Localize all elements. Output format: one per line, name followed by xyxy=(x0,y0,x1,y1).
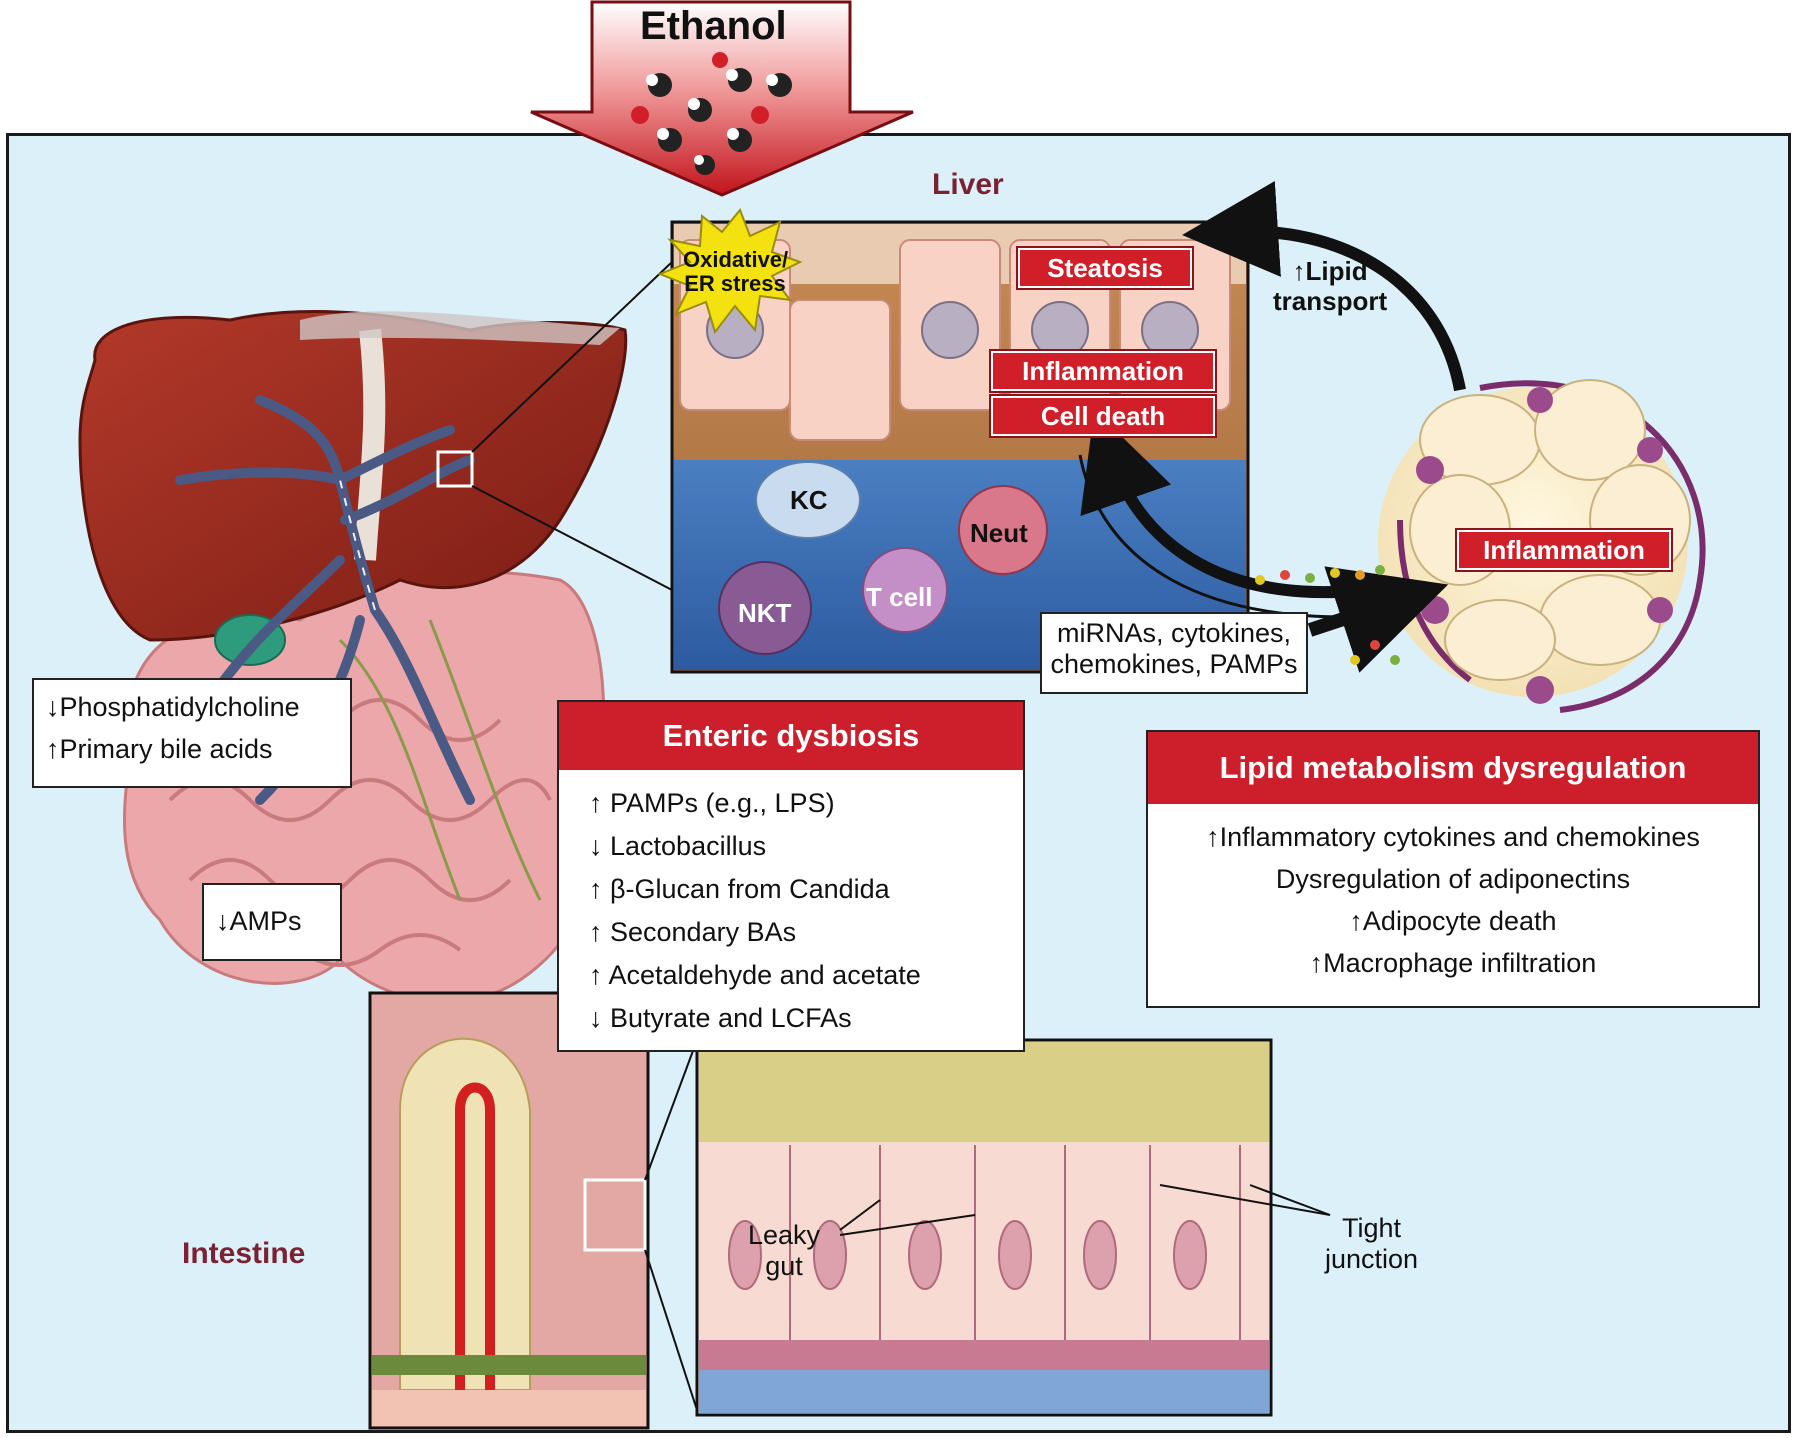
lipid-dysregulation-item: ↑Adipocyte death xyxy=(1349,906,1557,936)
t-cell xyxy=(862,547,948,633)
kupffer-cell xyxy=(755,461,861,539)
enteric-dysbiosis-item: ↑ PAMPs (e.g., LPS) xyxy=(589,788,835,818)
lipid-dysregulation-item: Dysregulation of adiponectins xyxy=(1275,864,1631,894)
liver-changes-line-2: ↑Primary bile acids xyxy=(46,734,273,764)
cell-death-label: Cell death xyxy=(991,396,1215,436)
liver-illustration xyxy=(78,309,628,805)
adipose-inflammation-label: Inflammation xyxy=(1457,530,1671,570)
stress-starburst xyxy=(657,208,803,335)
stress-line-2: ER stress xyxy=(684,271,786,296)
enteric-dysbiosis-item: ↑ Secondary BAs xyxy=(589,917,797,947)
mediator-dots xyxy=(1255,565,1400,665)
lipid-transport-line-1: ↑Lipid xyxy=(1292,256,1368,286)
tight-junction-label: Tight junction xyxy=(1325,1213,1418,1275)
leaky-gut-label: Leaky gut xyxy=(748,1220,820,1282)
leaky-gut-line-2: gut xyxy=(765,1251,803,1281)
enteric-dysbiosis-item: ↓ Lactobacillus xyxy=(589,831,767,861)
zoom-line-top xyxy=(471,261,673,453)
lipid-transport-arrow xyxy=(1182,181,1466,392)
stress-label: Oxidative/ ER stress xyxy=(683,247,789,296)
ethanol-label: Ethanol xyxy=(640,4,787,48)
lipid-transport-label: ↑Lipid transport xyxy=(1273,256,1387,316)
steatosis-label: Steatosis xyxy=(1018,248,1192,288)
liver-changes-box: ↓Phosphatidylcholine ↑Primary bile acids xyxy=(32,678,352,788)
enteric-dysbiosis-item: ↑ Acetaldehyde and acetate xyxy=(589,960,921,990)
signals-box: miRNAs, cytokines, chemokines, PAMPs xyxy=(1040,612,1308,694)
lipid-dysregulation-item: ↑Macrophage infiltration xyxy=(1309,948,1597,978)
intestine-region-title: Intestine xyxy=(182,1237,306,1270)
leaky-gut-line-1: Leaky xyxy=(748,1220,821,1250)
lipid-dysregulation-item: ↑Inflammatory cytokines and chemokines xyxy=(1206,822,1700,852)
enteric-dysbiosis-item: ↓ Butyrate and LCFAs xyxy=(589,1003,852,1033)
amps-box: ↓AMPs xyxy=(202,883,342,961)
liver-changes-line-1: ↓Phosphatidylcholine xyxy=(46,692,300,722)
nkt-label: NKT xyxy=(738,598,792,628)
signals-arrow xyxy=(1078,454,1396,619)
ethanol-arrow xyxy=(530,0,914,197)
lipid-dysregulation-box: Lipid metabolism dysregulation ↑Inflamma… xyxy=(1146,730,1760,1008)
ethanol-molecule-icons xyxy=(631,52,792,175)
neut-label: Neut xyxy=(970,518,1028,548)
villus-panel xyxy=(368,991,650,1430)
tight-junction-line-2: junction xyxy=(1325,1244,1419,1274)
epithelium-panel xyxy=(695,1038,1331,1417)
enteric-dysbiosis-list: ↑ PAMPs (e.g., LPS) ↓ Lactobacillus ↑ β-Gl… xyxy=(559,770,1023,1052)
liver-inflammation-label: Inflammation xyxy=(991,351,1215,391)
amps-line: ↓AMPs xyxy=(216,906,302,936)
tight-junction-line-1: Tight xyxy=(1342,1213,1402,1243)
signals-line-2: chemokines, PAMPs xyxy=(1050,649,1298,679)
neutrophil xyxy=(958,485,1048,575)
enteric-dysbiosis-item: ↑ β-Glucan from Candida xyxy=(589,874,890,904)
lipid-transport-line-2: transport xyxy=(1273,286,1388,316)
lipid-dysregulation-title: Lipid metabolism dysregulation xyxy=(1148,732,1758,804)
enteric-dysbiosis-box: Enteric dysbiosis ↑ PAMPs (e.g., LPS) ↓ L… xyxy=(557,700,1025,1052)
kc-label: KC xyxy=(790,485,828,515)
enteric-dysbiosis-title: Enteric dysbiosis xyxy=(559,702,1023,770)
signals-line-1: miRNAs, cytokines, xyxy=(1056,618,1292,648)
liver-region-title: Liver xyxy=(932,168,1004,201)
nkt-cell xyxy=(718,561,812,655)
zoom-line-bottom xyxy=(471,485,673,591)
stress-line-1: Oxidative/ xyxy=(683,247,789,272)
t-cell-label: T cell xyxy=(866,582,933,612)
